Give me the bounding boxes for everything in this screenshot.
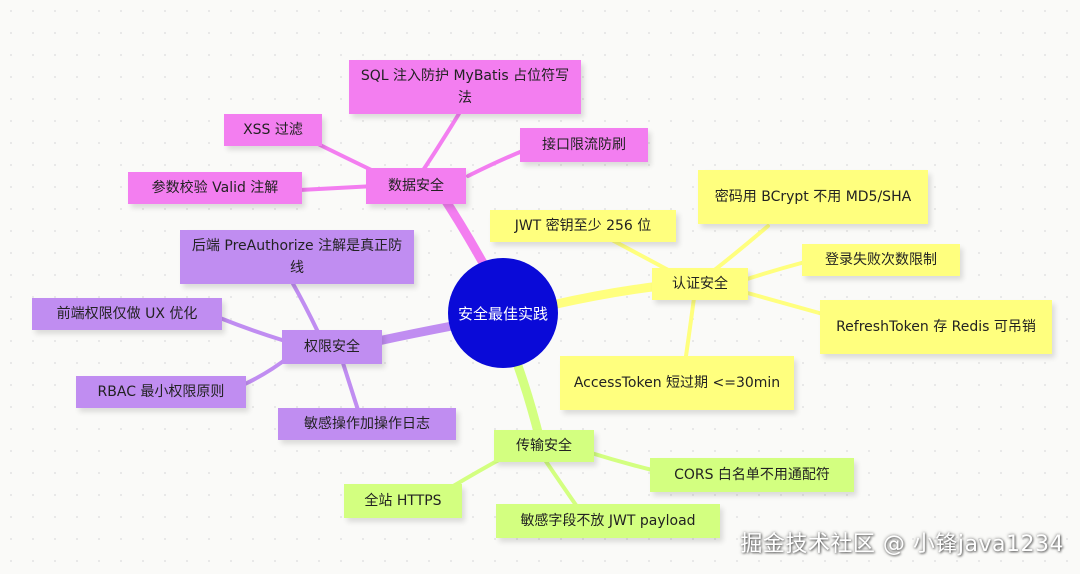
center-node[interactable]: 安全最佳实践 (448, 258, 558, 368)
node-cors[interactable]: CORS 白名单不用通配符 (650, 458, 854, 492)
edge-data-valid (298, 184, 377, 192)
edge-auth-access (684, 296, 696, 358)
edge-trans-jwt (543, 458, 580, 510)
edge-trans-cors (586, 450, 654, 472)
branch-trans-security[interactable]: 传输安全 (494, 430, 594, 462)
edge-data-limit (466, 148, 527, 178)
node-https[interactable]: 全站 HTTPS (344, 484, 462, 518)
node-pre-authorize[interactable]: 后端 PreAuthorize 注解是真正防线 (180, 230, 414, 284)
branch-data-security[interactable]: 数据安全 (366, 168, 466, 204)
edge-perm-ux (218, 316, 284, 342)
edge-center-trans (513, 361, 545, 445)
node-access-token[interactable]: AccessToken 短过期 <=30min (560, 356, 794, 410)
node-login-limit[interactable]: 登录失败次数限制 (802, 244, 960, 276)
center-node-label: 安全最佳实践 (457, 304, 548, 323)
node-jwt-key[interactable]: JWT 密钥至少 256 位 (490, 210, 676, 242)
node-refresh-token[interactable]: RefreshToken 存 Redis 可吊销 (820, 300, 1052, 354)
node-rbac[interactable]: RBAC 最小权限原则 (76, 376, 246, 408)
edge-auth-bcrypt (710, 224, 770, 274)
node-param-validate[interactable]: 参数校验 Valid 注解 (128, 172, 302, 204)
edge-center-auth (547, 281, 665, 310)
node-op-log[interactable]: 敏感操作加操作日志 (278, 408, 456, 440)
edge-perm-log (340, 358, 360, 412)
node-jwt-payload[interactable]: 敏感字段不放 JWT payload (496, 504, 720, 538)
edge-auth-login (742, 260, 807, 282)
node-sql-injection[interactable]: SQL 注入防护 MyBatis 占位符写法 (349, 60, 581, 114)
branch-perm-security[interactable]: 权限安全 (282, 330, 382, 364)
edge-auth-refresh (742, 290, 832, 318)
branch-auth-security[interactable]: 认证安全 (652, 268, 748, 300)
node-bcrypt[interactable]: 密码用 BCrypt 不用 MD5/SHA (698, 170, 928, 224)
watermark: 掘金技术社区 @ 小锋java1234 (740, 532, 1064, 557)
edge-center-data (435, 187, 493, 277)
node-frontend-ux[interactable]: 前端权限仅做 UX 优化 (32, 298, 222, 330)
node-rate-limit[interactable]: 接口限流防刷 (520, 128, 648, 162)
edge-perm-pre (290, 280, 320, 334)
node-xss-filter[interactable]: XSS 过滤 (224, 114, 322, 146)
